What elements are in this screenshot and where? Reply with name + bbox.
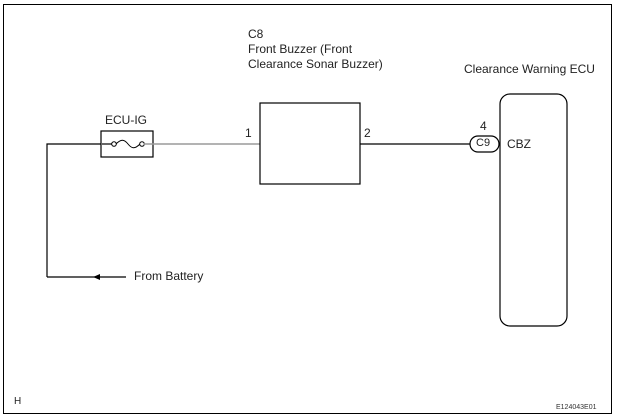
connector-c9 [469,135,500,153]
buzzer-pin-1: 1 [245,126,252,140]
buzzer-name-line1: Front Buzzer (Front [248,42,353,56]
fuse-terminal-left [111,141,117,147]
buzzer-code: C8 [248,27,264,41]
arrow-icon [93,274,100,280]
fuse-icon [115,139,141,149]
source-label: From Battery [134,269,204,283]
ecu-terminal-label: CBZ [507,137,531,151]
corner-label: H [14,396,22,407]
battery-wire [46,143,102,277]
figure-id: E124043E01 [556,404,597,411]
buzzer-pin-2: 2 [364,126,371,140]
fuse-label: ECU-IG [105,113,147,127]
fuse-terminal-right [139,141,145,147]
ecu-box [499,93,568,327]
ecu-pin-number: 4 [480,119,487,133]
buzzer-box [259,102,361,185]
ecu-name: Clearance Warning ECU [464,62,595,76]
buzzer-name-line2: Clearance Sonar Buzzer) [248,57,383,71]
connector-label: C9 [476,137,491,149]
diagram-frame [3,4,612,414]
